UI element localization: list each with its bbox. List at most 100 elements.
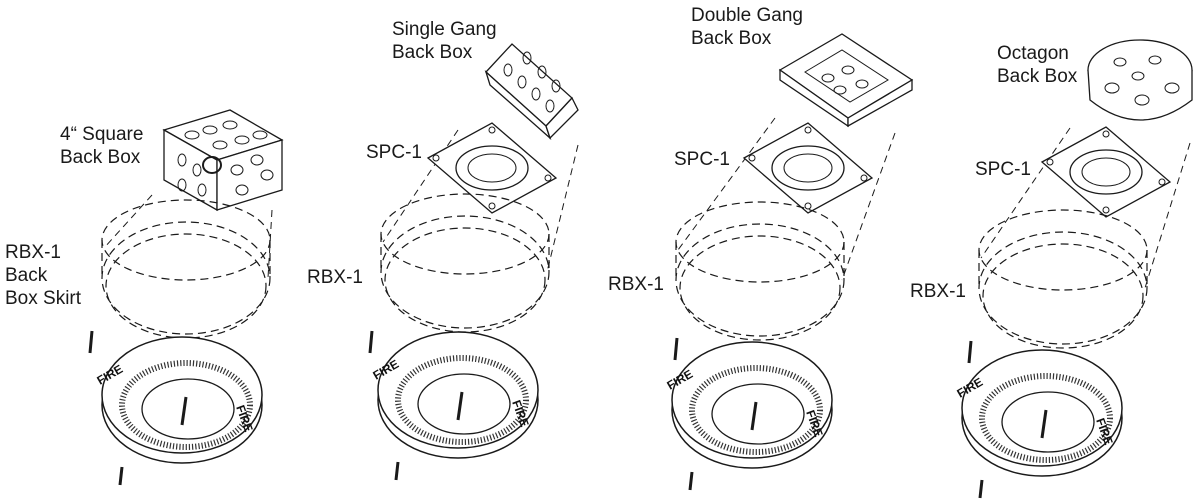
rbx1-label-panel4: RBX-1	[910, 281, 966, 302]
skirt-bottom-rim	[101, 221, 271, 335]
skirt-inner-rim	[105, 233, 267, 339]
knockout	[1148, 55, 1162, 65]
alignment-line	[382, 129, 459, 243]
skirt-top-rim	[978, 209, 1148, 291]
plate-screw-hole	[804, 126, 812, 134]
mounting-screw	[673, 337, 679, 361]
alignment-line	[546, 144, 579, 273]
spc1-plate	[1040, 126, 1172, 218]
knockout	[1104, 82, 1120, 94]
square-back-box-label-line1: 4“ Square	[60, 124, 144, 145]
spc1-label-panel3: SPC-1	[674, 149, 730, 170]
knockout	[202, 125, 218, 135]
detector-center	[1001, 391, 1095, 453]
detector-bottom-screw	[118, 466, 124, 486]
detector-grille	[979, 373, 1113, 463]
knockout	[192, 163, 202, 177]
knockout	[235, 184, 249, 196]
knockout	[1113, 57, 1127, 67]
double-gang-back-box-label: Double Gang Back Box	[691, 4, 803, 50]
octagon-back-box	[1087, 39, 1193, 121]
single-gang-label-line2: Back Box	[392, 42, 473, 63]
box-right-face	[216, 139, 283, 211]
skirt-inner-rim	[679, 235, 841, 341]
knockout	[177, 178, 187, 192]
detector-screw	[1040, 409, 1048, 439]
knockout	[821, 73, 835, 83]
square-back-box	[162, 109, 284, 212]
knockout	[522, 51, 532, 65]
skirt-bottom-rim	[675, 223, 845, 337]
knockout	[1134, 94, 1150, 106]
center-knockout	[202, 156, 222, 174]
octagon-back-box-label: Octagon Back Box	[997, 42, 1077, 88]
plate-screw-hole	[860, 174, 868, 182]
plate-center-hole	[1081, 157, 1131, 187]
knockout	[537, 65, 547, 79]
plate-screw-hole	[1102, 130, 1110, 138]
box-side-face	[545, 96, 579, 140]
knockout	[517, 75, 527, 89]
single-gang-label-line1: Single Gang	[392, 19, 497, 40]
square-back-box-label: 4“ Square Back Box	[60, 123, 143, 169]
rbx1-skirt	[101, 199, 271, 339]
knockout	[250, 154, 264, 166]
skirt-inner-rim	[982, 243, 1144, 349]
double-gang-label-line1: Double Gang	[691, 5, 803, 26]
plate-outline	[742, 122, 874, 214]
knockout	[197, 183, 207, 197]
rbx1-label-panel3: RBX-1	[608, 274, 664, 295]
single-gang-back-box-label: Single Gang Back Box	[392, 18, 497, 64]
plate-screw-hole	[544, 174, 552, 182]
plate-center-ring	[455, 145, 529, 191]
detector-center	[417, 373, 511, 435]
knockout	[855, 79, 869, 89]
rbx1-skirt-line1: RBX-1	[5, 242, 61, 263]
rbx1-skirt-line3: Box Skirt	[5, 288, 82, 309]
detector-bottom-screw	[688, 471, 694, 491]
knockout	[531, 87, 541, 101]
plate-center-ring	[1069, 149, 1143, 195]
knockout	[184, 130, 200, 140]
plate-screw-hole	[432, 154, 440, 162]
rbx1-label-panel2: RBX-1	[307, 267, 363, 288]
plate-screw-hole	[488, 202, 496, 210]
box-side-face	[847, 78, 913, 128]
detector-screw	[456, 391, 464, 421]
square-back-box-label-line2: Back Box	[60, 147, 141, 168]
plate-screw-hole	[748, 154, 756, 162]
spc1-label-panel2: SPC-1	[366, 142, 422, 163]
skirt-bottom-rim	[978, 231, 1148, 345]
plate-center-ring	[771, 145, 845, 191]
skirt-bottom-rim	[380, 215, 550, 329]
rbx1-skirt	[675, 201, 845, 341]
detector-bottom-screw	[394, 461, 400, 481]
octagon-label-line1: Octagon	[997, 43, 1069, 64]
plate-screw-hole	[1102, 206, 1110, 214]
plate-outline	[1040, 126, 1172, 218]
octagon-label-line2: Back Box	[997, 66, 1078, 87]
detector-screw	[750, 401, 758, 431]
knockout	[177, 153, 187, 167]
detector-screw	[180, 396, 188, 426]
detector-grille	[119, 360, 253, 450]
knockout	[1164, 82, 1180, 94]
knockout	[252, 130, 268, 140]
alignment-line	[980, 127, 1071, 259]
knockout	[551, 79, 561, 93]
knockout	[833, 85, 847, 95]
knockout	[212, 140, 228, 150]
spc1-plate	[426, 122, 558, 214]
double-gang-label-line2: Back Box	[691, 28, 772, 49]
detector-bottom-screw	[978, 479, 984, 499]
